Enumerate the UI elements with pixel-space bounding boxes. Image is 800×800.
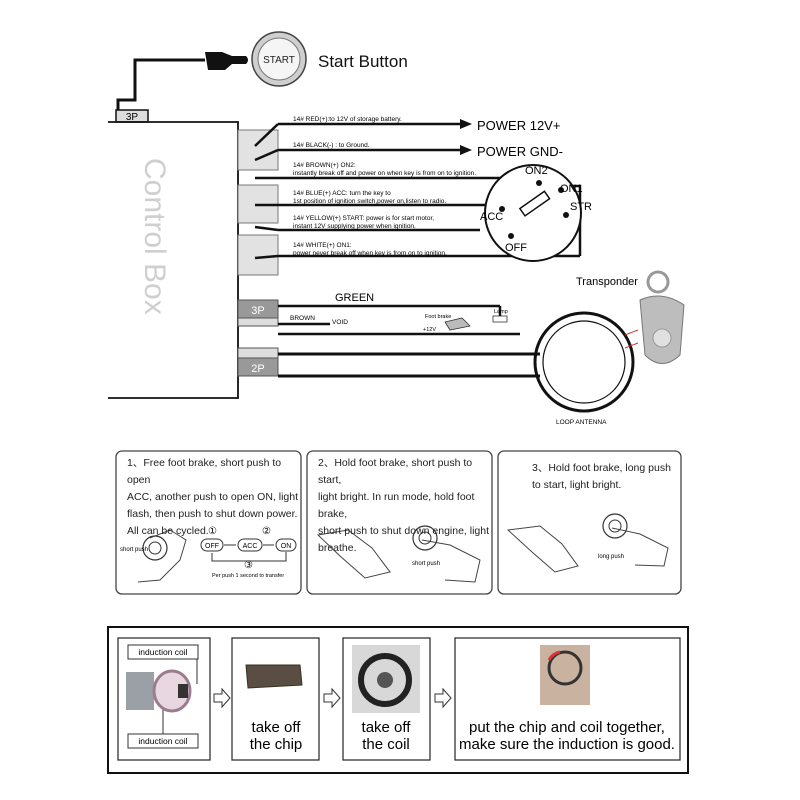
instruction-1-line-4: All can be cycled. <box>127 525 209 537</box>
wire-desc-yellow-2: instant 12V supplying power when ignitio… <box>293 223 416 230</box>
instruction-1-line-3: flash, then push to shut down power. <box>127 508 298 520</box>
arrow-right-icon-2 <box>323 687 341 709</box>
cycle-step-1: ① <box>208 526 217 537</box>
step3-line1: take off <box>362 719 412 736</box>
install-step-2 <box>231 637 320 761</box>
push-button-icon-2 <box>412 525 438 551</box>
wire-desc-yellow: 14# YELLOW(+) START: power is for start … <box>293 215 434 222</box>
start-button-cable <box>116 58 205 118</box>
instruction-3-text: 3、Hold foot brake, long push to start, l… <box>532 460 682 494</box>
void-label: VOID <box>332 319 348 326</box>
step4-line1: put the chip and coil together, <box>469 719 665 736</box>
instruction-1-line-1: 1、Free foot brake, short push to open <box>127 457 282 486</box>
ignition-off: OFF <box>505 242 527 254</box>
coil-label-bottom: induction coil <box>138 736 187 746</box>
cycle-acc: ACC <box>243 543 258 550</box>
ignition-position-dots <box>499 180 569 239</box>
wire-desc-brown: 14# BROWN(+) ON2: <box>293 162 356 169</box>
wire-desc-blue: 14# BLUE(+) ACC: turn the key to <box>293 190 391 197</box>
hand-icon-3 <box>611 527 669 567</box>
instruction-2-line-1: 2、Hold foot brake, short push to start, <box>318 457 473 486</box>
chip-icon <box>178 684 188 698</box>
arrow-right-icon-1 <box>213 687 231 709</box>
loop-antenna-label: LOOP ANTENNA <box>556 419 607 426</box>
loop-antenna <box>533 311 635 413</box>
key-ring-icon <box>646 270 670 294</box>
lamp-label: Lamp <box>494 309 508 315</box>
cycle-diagram <box>200 538 297 562</box>
instruction-2-line-4: breathe. <box>318 542 357 554</box>
foot-brake-label: Foot brake <box>425 314 451 320</box>
short-push-label-1: short push <box>120 547 148 553</box>
ignition-str: STR <box>570 201 592 213</box>
wire-desc-white-2: power never break off when key is from o… <box>293 250 447 257</box>
2p-wires <box>278 352 540 378</box>
step-arrows <box>213 687 452 709</box>
power-gnd-label: POWER GND- <box>477 144 563 159</box>
coil-label-top: induction coil <box>138 647 187 657</box>
induction-coil-icon <box>152 669 192 713</box>
cycle-off: OFF <box>205 543 219 550</box>
wire-desc-red: 14# RED(+):to 12V of storage battery. <box>293 116 402 123</box>
ignition-photo-icon <box>126 672 154 710</box>
foot-icon-3 <box>506 525 579 573</box>
step2-line1: take off <box>252 719 302 736</box>
instruction-2-text: 2、Hold foot brake, short push to start, … <box>318 455 493 557</box>
instruction-2-line-2: light bright. In run mode, hold foot bra… <box>318 491 475 520</box>
start-button-text: START <box>263 55 295 66</box>
connector-3p-label: 3P <box>251 305 264 317</box>
push-button-icon-3 <box>602 513 628 539</box>
wire-desc-blue-2: 1st position of ignition switch,power on… <box>293 198 446 205</box>
instruction-3-line-1: 3、Hold foot brake, long push <box>532 462 671 474</box>
instruction-1-line-2: ACC, another push to open ON, light <box>127 491 299 503</box>
lamp-icon <box>492 315 508 323</box>
instruction-2-line-3: short push to shut down engine, light <box>318 525 490 537</box>
green-wire-label: GREEN <box>335 292 374 304</box>
pointing-hand-icon <box>205 52 248 70</box>
arrow-power-icon <box>460 119 472 129</box>
control-box <box>108 121 239 399</box>
ignition-acc: ACC <box>480 211 503 223</box>
connector-2p-label: 2P <box>251 363 264 375</box>
wire-lines <box>254 122 582 260</box>
ignition-on2: ON2 <box>525 165 548 177</box>
cycle-note: Per push 1 second to transfer <box>212 573 284 579</box>
coil-label-top-box <box>127 644 199 660</box>
hand-icon-1 <box>137 529 187 583</box>
chip-and-coil-photo <box>540 645 590 705</box>
instruction-1-text: 1、Free foot brake, short push to open AC… <box>127 455 302 540</box>
transponder-label: Transponder <box>576 276 638 288</box>
cycle-step-3: ③ <box>244 560 253 571</box>
wire-desc-black: 14# BLACK(-) : to Ground. <box>293 142 370 149</box>
wire-desc-white: 14# WHITE(+) ON1: <box>293 242 352 249</box>
cycle-step-2: ② <box>262 526 271 537</box>
v12-label: +12V <box>423 327 436 333</box>
cycle-on: ON <box>281 543 292 550</box>
control-box-label: Control Box <box>138 158 171 315</box>
instruction-3-line-2: to start, light bright. <box>532 479 622 491</box>
short-push-label-2: short push <box>412 561 440 567</box>
long-push-label: long push <box>598 554 624 560</box>
power-12v-label: POWER 12V+ <box>477 118 560 133</box>
3p-wires <box>278 304 520 336</box>
step3-line2: the coil <box>362 736 410 753</box>
ignition-on1: ON1 <box>560 183 583 195</box>
instruction-panel-3 <box>497 450 682 595</box>
arrow-gnd-icon <box>460 145 472 155</box>
signal-arrows-icon <box>624 329 639 349</box>
step4-line2: make sure the induction is good. <box>459 736 675 753</box>
wire-desc-brown-2: instantly break off and power on when ke… <box>293 170 476 177</box>
step2-line2: the chip <box>250 736 303 753</box>
hand-icon-2 <box>421 539 481 583</box>
top-connector-label: 3P <box>126 112 139 123</box>
start-button-label: Start Button <box>318 52 408 71</box>
transponder-chip-icon <box>245 664 303 689</box>
foot-icon-2 <box>316 529 391 579</box>
foot-brake-icon <box>444 317 471 331</box>
arrow-right-icon-3 <box>434 687 452 709</box>
brown-wire-label: BROWN <box>290 315 315 322</box>
instruction-panel-2 <box>306 450 493 595</box>
ignition-key-slot <box>518 190 551 217</box>
